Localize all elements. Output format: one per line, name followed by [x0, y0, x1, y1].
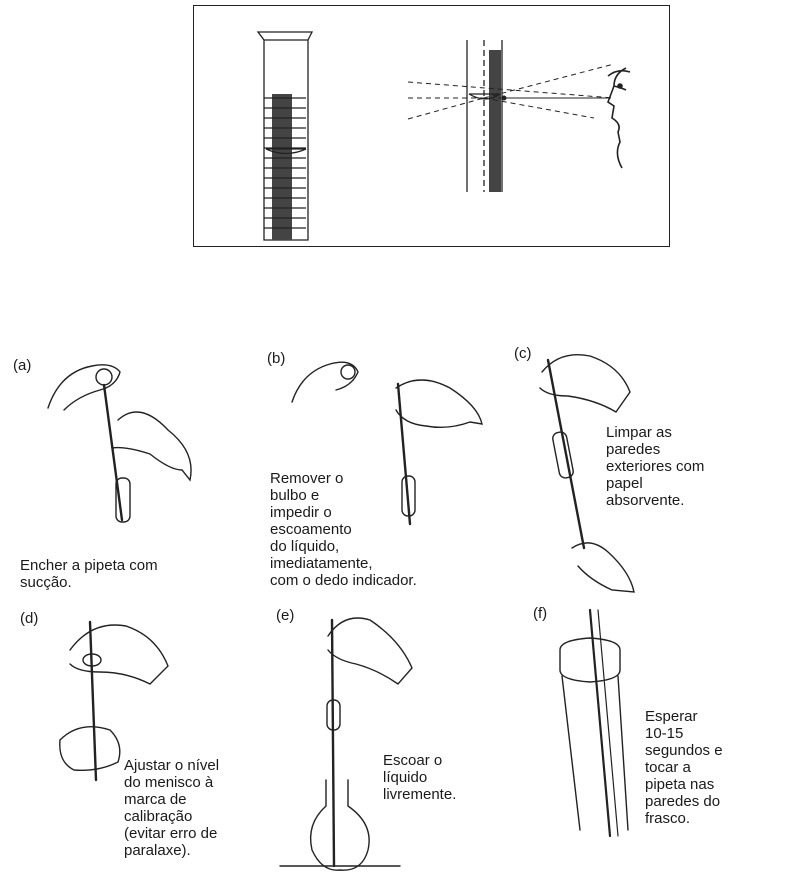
hand-icon: [47, 364, 121, 411]
panel-caption-a: Encher a pipeta com sucção.: [20, 557, 158, 591]
graduated-cylinder: [256, 31, 314, 241]
flask-neck-icon: [559, 637, 621, 683]
panel-letter-d: (d): [20, 610, 39, 627]
meniscus-reading-drawing: [256, 31, 631, 241]
panel-letter-c: (c): [514, 345, 532, 362]
panel-f-illustration: [559, 608, 629, 838]
hand-icon: [539, 354, 631, 413]
panel-caption-d: Ajustar o nível do menisco à marca de ca…: [124, 757, 220, 859]
hand-icon: [291, 361, 359, 403]
panel-letter-e: (e): [276, 607, 295, 624]
pipette-icon: [546, 358, 586, 550]
sight-lines: [407, 63, 615, 120]
hand-icon: [69, 624, 169, 685]
pipette-icon: [588, 608, 612, 838]
burette-column: [466, 40, 503, 192]
suction-bulb-icon: [95, 368, 113, 386]
panel-caption-e: Escoar o líquido livremente.: [383, 752, 457, 803]
panel-caption-b: Remover o bulbo e impedir o escoamento d…: [270, 470, 417, 589]
panel-letter-f: (f): [533, 605, 548, 622]
hand-icon: [395, 379, 483, 429]
pipette-icon: [102, 383, 124, 522]
hand-icon: [571, 542, 635, 593]
meniscus-reading-figure: [193, 5, 670, 247]
panel-caption-c: Limpar as paredes exteriores com papel a…: [606, 424, 705, 509]
pipette-icon: [88, 620, 98, 782]
suction-bulb-icon: [340, 364, 356, 380]
face-profile-icon: [607, 67, 631, 169]
panel-a-illustration: [47, 364, 192, 523]
hand-icon: [111, 411, 192, 482]
volumetric-flask-icon: [309, 779, 370, 871]
panel-letter-a: (a): [13, 357, 32, 374]
hand-icon: [59, 726, 121, 772]
panel-caption-f: Esperar 10-15 segundos e tocar a pipeta …: [645, 708, 723, 827]
pipette-icon: [330, 618, 336, 868]
panel-e-illustration: [279, 617, 413, 871]
panel-letter-b: (b): [267, 350, 286, 367]
hand-icon: [327, 617, 413, 685]
